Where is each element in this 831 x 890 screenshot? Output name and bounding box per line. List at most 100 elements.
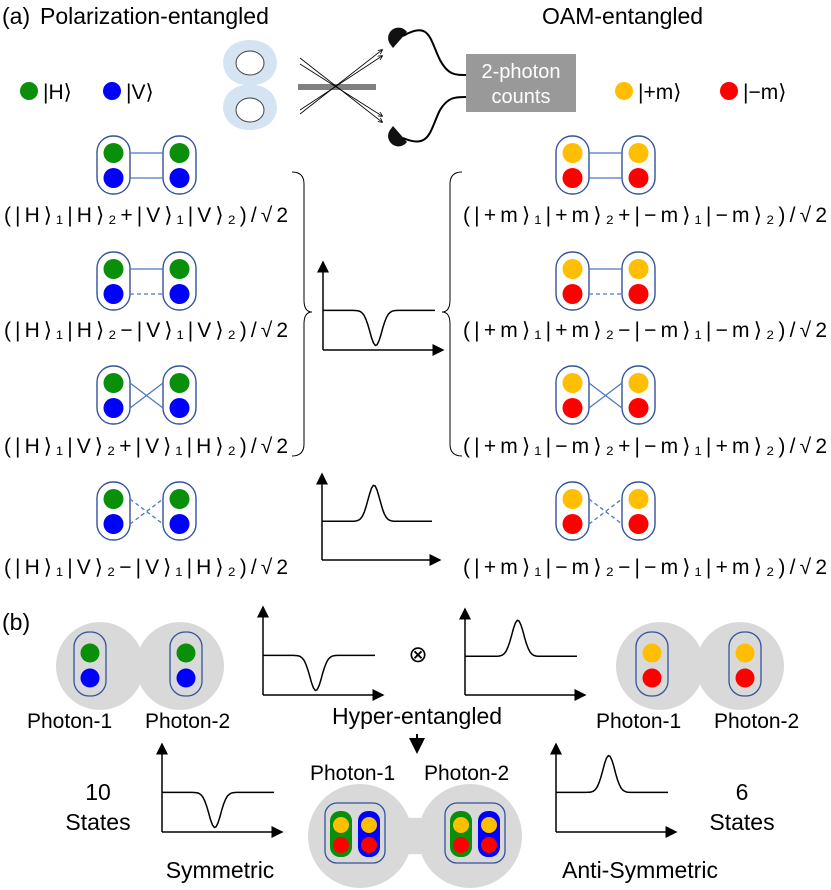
state-dot-icon (642, 643, 662, 663)
state-dot-icon (735, 643, 755, 663)
state-dot-icon (628, 373, 649, 393)
photon-pair (96, 251, 197, 311)
panel-a-label: (a) (2, 3, 30, 29)
state-dot-icon (103, 398, 124, 418)
detector-icon (388, 126, 407, 147)
photon-pair (555, 365, 656, 425)
right-formula-3: (|+m⟩₁|−m⟩₂+|−m⟩₁|+m⟩₂)/√2 (463, 435, 827, 458)
photon-box (324, 802, 386, 864)
photon-box (728, 631, 762, 697)
state-dot-icon (628, 489, 649, 509)
right-formula-4: (|+m⟩₁|−m⟩₂−|−m⟩₁|+m⟩₂)/√2 (463, 556, 827, 579)
minus-m-dot-icon (453, 837, 469, 853)
coincidence-curve (162, 791, 274, 829)
right-formula-1: (|+m⟩₁|+m⟩₂+|−m⟩₁|−m⟩₂)/√2 (463, 204, 827, 227)
symmetric-unit: States (65, 809, 130, 835)
state-pairs (96, 135, 656, 541)
minus-m-dot-icon (481, 837, 497, 853)
left-formula-1: (|H⟩₁|H⟩₂+|V⟩₁|V⟩₂)/√2 (4, 204, 288, 227)
hyper-entangled-label: Hyper-entangled (332, 703, 502, 729)
cable (402, 96, 467, 143)
state-dot-icon (169, 259, 190, 279)
state-dot-icon (169, 284, 190, 304)
link-line (588, 382, 623, 409)
photon-mode-icon (235, 50, 265, 76)
legend-h: |H⟩ (43, 81, 72, 104)
dip-graph (317, 260, 445, 356)
plus-m-dot-icon (361, 817, 377, 833)
polarization-title: Polarization-entangled (40, 3, 269, 29)
counter-label-1: 2-photon (482, 61, 561, 83)
photon-box (635, 631, 669, 697)
photon-pair (96, 481, 197, 541)
coincidence-curve (323, 309, 435, 347)
left-formula-2: (|H⟩₁|H⟩₂−|V⟩₁|V⟩₂)/√2 (4, 319, 288, 342)
legend-v: |V⟩ (126, 81, 154, 104)
state-dot-icon (103, 168, 124, 188)
photon-pair (555, 251, 656, 311)
state-dot-icon (169, 489, 190, 509)
two-photon-counter (466, 54, 576, 112)
left-formula-3: (|H⟩₁|V⟩₂+|V⟩₁|H⟩₂)/√2 (4, 435, 288, 458)
symmetric-count: 10 (85, 779, 111, 805)
photon-box (169, 631, 203, 697)
minus-m-dot-icon (333, 837, 349, 853)
state-dot-icon (562, 489, 583, 509)
state-dot-icon (103, 489, 124, 509)
photon-pair (96, 135, 197, 195)
antisymmetric-count: 6 (736, 779, 749, 805)
coincidence-curve (263, 654, 375, 692)
photon-box (444, 802, 506, 864)
state-dot-icon (169, 168, 190, 188)
coincidence-curve (322, 484, 432, 523)
panel-b-label: (b) (2, 609, 30, 635)
plus-m-dot-icon (615, 82, 633, 100)
state-dot-icon (169, 373, 190, 393)
source-setup: 2-photon counts (223, 27, 576, 147)
h-dot-icon (20, 82, 38, 100)
state-dot-icon (169, 398, 190, 418)
photon2-label-center: Photon-2 (424, 762, 509, 785)
state-dot-icon (169, 143, 190, 163)
photon1-label-left: Photon-1 (27, 710, 112, 733)
state-dot-icon (562, 143, 583, 163)
state-dot-icon (562, 259, 583, 279)
photon-blob (56, 622, 224, 710)
legend-left: |H⟩ |V⟩ (20, 81, 154, 104)
plus-m-dot-icon (481, 817, 497, 833)
link-line (129, 382, 164, 409)
legend-right: |+m⟩ |−m⟩ (615, 81, 786, 104)
state-dot-icon (176, 668, 196, 688)
state-dot-icon (103, 143, 124, 163)
blob-neck (660, 650, 740, 682)
left-brace (291, 171, 313, 457)
state-dot-icon (735, 668, 755, 688)
oam-title: OAM-entangled (542, 3, 703, 29)
state-dot-icon (103, 514, 124, 534)
minus-m-dot-icon (720, 82, 738, 100)
symmetric-label: Symmetric (166, 857, 275, 883)
photon-pair (555, 481, 656, 541)
legend-minus-m: |−m⟩ (743, 81, 786, 104)
dip-graph (156, 742, 284, 838)
cable (402, 29, 467, 76)
photon-blob (308, 784, 522, 888)
antisymmetric-label: Anti-Symmetric (562, 857, 718, 883)
legend-plus-m: |+m⟩ (638, 81, 681, 104)
counter-label-2: counts (492, 86, 551, 108)
state-dot-icon (103, 259, 124, 279)
photon-pair (96, 365, 197, 425)
plus-m-dot-icon (333, 817, 349, 833)
state-dot-icon (628, 284, 649, 304)
photon-blob (616, 622, 784, 710)
photon2-label-left: Photon-2 (145, 710, 230, 733)
blob-neck (100, 650, 180, 682)
state-dot-icon (642, 668, 662, 688)
v-dot-icon (103, 82, 121, 100)
state-dot-icon (628, 143, 649, 163)
state-dot-icon (562, 284, 583, 304)
right-formula-2: (|+m⟩₁|+m⟩₂−|−m⟩₁|−m⟩₂)/√2 (463, 319, 827, 342)
photon1-label-right: Photon-1 (596, 710, 681, 733)
photon-mode-icon (235, 97, 265, 123)
